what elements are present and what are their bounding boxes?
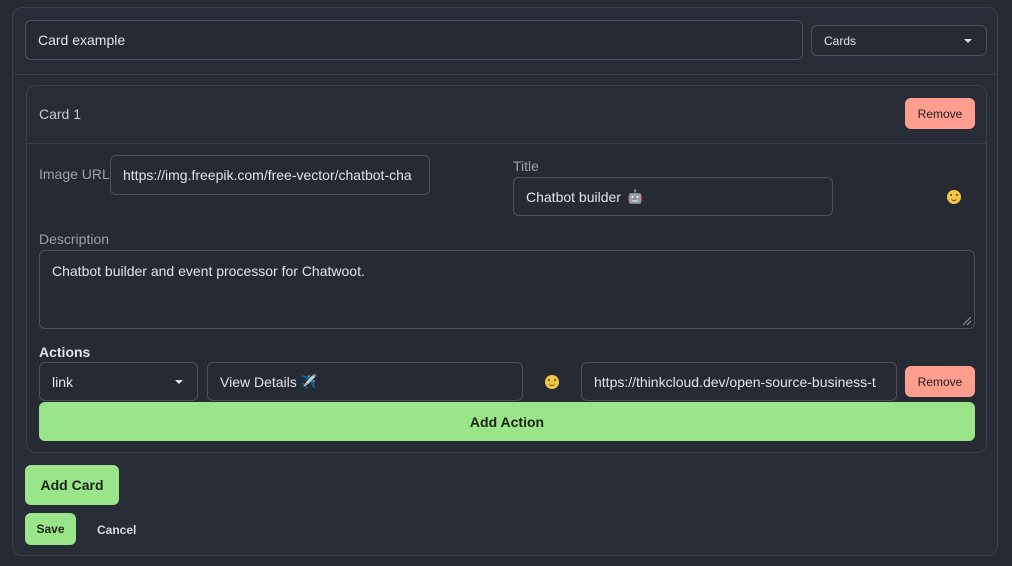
caret-down-icon [175, 379, 183, 384]
title-label: Title [513, 158, 539, 174]
cancel-button[interactable]: Cancel [97, 523, 137, 537]
smiley-face-icon[interactable] [947, 190, 961, 204]
card-title: Card 1 [39, 106, 82, 122]
smiley-face-icon[interactable] [545, 375, 559, 389]
action-type-value: link [52, 373, 74, 390]
caret-down-icon [964, 38, 972, 43]
airplane-emoji: ✈️ [300, 373, 317, 389]
message-type-select-value: Cards [824, 33, 857, 48]
action-text-input[interactable]: View Details ✈️ [207, 362, 523, 401]
add-card-button[interactable]: Add Card [25, 465, 119, 505]
editor-header [13, 8, 997, 75]
description-label: Description [39, 231, 110, 247]
description-text: Chatbot builder and event processor for … [52, 263, 365, 279]
message-name-input[interactable]: Card example [25, 20, 803, 60]
card-header: Card 1 Remove [27, 86, 986, 144]
description-textarea[interactable]: Chatbot builder and event processor for … [39, 250, 975, 329]
title-input-text: Chatbot builder [526, 188, 621, 205]
robot-emoji: 🤖 [626, 188, 644, 204]
card-editor-panel: Card example Cards Card 1 Remove Image U… [12, 7, 998, 556]
title-input[interactable]: Chatbot builder 🤖 [513, 177, 833, 216]
action-text-value: View Details [220, 373, 297, 390]
action-type-select[interactable]: link [39, 362, 198, 401]
add-action-button[interactable]: Add Action [39, 402, 975, 441]
image-url-input[interactable]: https://img.freepik.com/free-vector/chat… [110, 155, 430, 195]
action-url-input[interactable]: https://thinkcloud.dev/open-source-busin… [581, 362, 897, 401]
image-url-label: Image URL [39, 166, 110, 182]
resize-handle-icon[interactable] [963, 317, 971, 325]
card-item: Card 1 Remove Image URL https://img.free… [26, 85, 987, 453]
save-button[interactable]: Save [25, 513, 76, 545]
actions-label: Actions [39, 344, 91, 360]
remove-action-button[interactable]: Remove [905, 366, 975, 397]
remove-card-button[interactable]: Remove [905, 98, 975, 129]
message-type-select[interactable]: Cards [811, 25, 987, 56]
